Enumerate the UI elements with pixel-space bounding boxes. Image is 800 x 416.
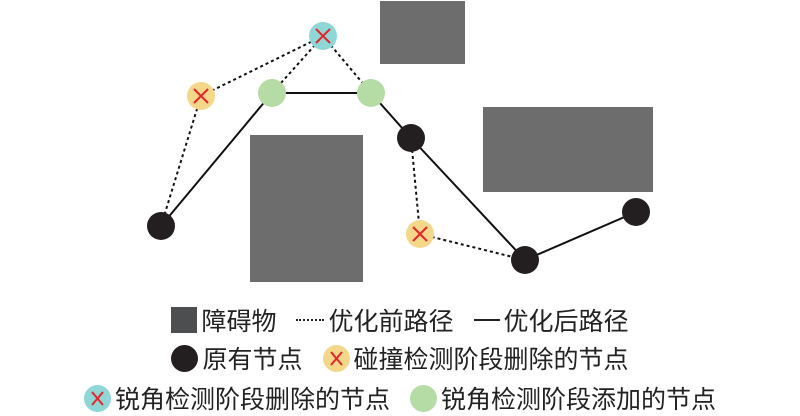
legend-collision-deleted-node: 碰撞检测阶段删除的节点	[322, 340, 629, 376]
cross-icon	[412, 226, 428, 242]
cross-icon	[193, 88, 209, 104]
original-node	[511, 246, 539, 274]
legend-row-2: 原有节点 碰撞检测阶段删除的节点	[0, 340, 800, 376]
legend-label: 障碍物	[201, 307, 277, 336]
collision-deleted-node	[406, 220, 434, 248]
green-dot-icon	[410, 384, 437, 412]
legend-label: 原有节点	[202, 345, 303, 374]
legend-path-before: 优化前路径	[296, 302, 454, 338]
yellow-cross-dot-icon	[322, 344, 350, 372]
dotted-line-icon	[296, 319, 325, 321]
legend-path-after: 优化后路径	[473, 302, 629, 338]
original-node	[622, 198, 650, 226]
path-after	[160, 92, 637, 262]
path-before-segment	[200, 35, 324, 97]
cross-icon	[315, 28, 331, 44]
path-before-segment	[410, 137, 421, 235]
legend-label: 锐角检测阶段删除的节点	[114, 385, 390, 414]
legend-label: 优化后路径	[503, 307, 629, 336]
path-before-segment	[160, 95, 202, 227]
legend-angle-added-node: 锐角检测阶段添加的节点	[410, 380, 716, 416]
cyan-cross-dot-icon	[83, 384, 111, 412]
solid-line-icon	[473, 319, 500, 321]
obstacle-swatch-icon	[171, 307, 198, 333]
black-dot-icon	[171, 344, 199, 372]
angle-deleted-node	[309, 22, 337, 50]
legend-label: 碰撞检测阶段删除的节点	[353, 345, 629, 374]
angle-added-node	[258, 79, 286, 107]
legend-obstacle: 障碍物	[171, 302, 276, 338]
legend-label: 优化前路径	[328, 307, 454, 336]
obstacle	[380, 1, 465, 64]
legend-original-node: 原有节点	[171, 340, 303, 376]
legend-angle-deleted-node: 锐角检测阶段删除的节点	[83, 380, 390, 416]
legend-row-3: 锐角检测阶段删除的节点 锐角检测阶段添加的节点	[0, 380, 800, 416]
collision-deleted-node	[187, 82, 215, 110]
obstacle	[483, 107, 653, 192]
legend-row-1: 障碍物 优化前路径 优化后路径	[0, 302, 800, 338]
legend-label: 锐角检测阶段添加的节点	[441, 385, 717, 414]
original-node	[397, 124, 425, 152]
angle-added-node	[357, 79, 385, 107]
path-diagram	[147, 1, 653, 282]
original-node	[147, 212, 175, 240]
path-before-segment	[419, 233, 526, 261]
obstacle	[250, 135, 363, 282]
